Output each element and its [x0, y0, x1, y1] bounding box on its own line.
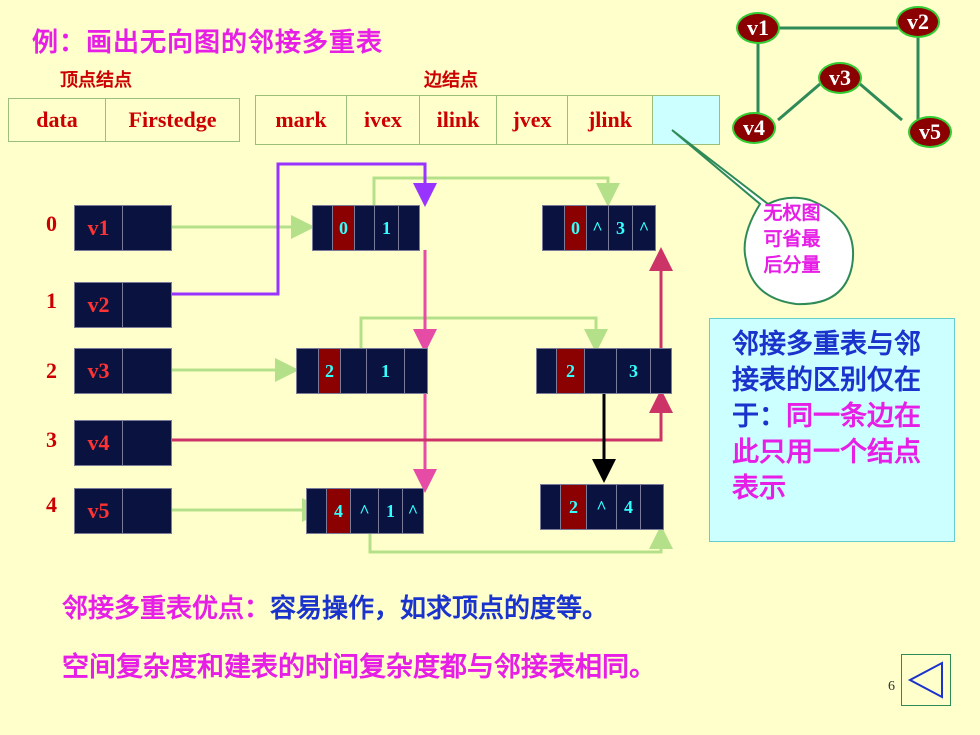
prev-slide-button[interactable]: [901, 654, 951, 706]
edge-node-2-4: 2 ^ 4: [540, 484, 664, 530]
info-text: 邻接多重表与邻接表的区别仅在于：: [732, 329, 921, 432]
edge-ivex: 4: [327, 489, 351, 533]
edge-jlink: ^: [633, 206, 655, 250]
edge-jlink: [399, 206, 419, 250]
edge-mark: [541, 485, 561, 529]
edge-mark: [307, 489, 327, 533]
field-ilink: ilink: [420, 96, 497, 144]
edge-node-2-1: 2 1: [296, 348, 428, 394]
field-ivex: ivex: [347, 96, 420, 144]
field-jvex: jvex: [497, 96, 568, 144]
vertex-node-v1: v1: [74, 205, 172, 251]
edge-ilink: [585, 349, 617, 393]
edge-ilink: ^: [351, 489, 379, 533]
vertex-firstedge: [123, 421, 171, 465]
callout-bubble: [671, 129, 855, 306]
edge-mark: [543, 206, 565, 250]
vertex-firstedge: [123, 489, 171, 533]
edge-ivex: 0: [333, 206, 355, 250]
edge-ilink: [355, 206, 375, 250]
edge-jvex: 1: [375, 206, 399, 250]
advantages-line: 邻接多重表优点：容易操作，如求顶点的度等。: [62, 588, 608, 625]
field-data: data: [9, 99, 106, 141]
callout-line-3: 后分量: [763, 254, 821, 276]
info-box: 邻接多重表与邻接表的区别仅在于：同一条边在此只用一个结点表示: [709, 318, 955, 542]
vertex-index-1: 1: [46, 288, 57, 313]
edge-ilink: ^: [587, 206, 609, 250]
edge-node-0-3: 0 ^ 3 ^: [542, 205, 656, 251]
edge-node-2-3: 2 3: [536, 348, 672, 394]
complexity-line: 空间复杂度和建表的时间复杂度都与邻接表相同。: [62, 652, 656, 683]
edge-mark: [537, 349, 557, 393]
vertex-index-2: 2: [46, 358, 57, 383]
edge-jlink: ^: [403, 489, 423, 533]
field-mark: mark: [256, 96, 347, 144]
edge-jvex: 4: [617, 485, 641, 529]
edge-ivex: 0: [565, 206, 587, 250]
vertex-data: v1: [75, 206, 123, 250]
edge-node-heading: 边结点: [424, 70, 478, 91]
edge-node-0-1: 0 1: [312, 205, 420, 251]
edge-jlink: [405, 349, 427, 393]
advantages-label: 邻接多重表优点：: [62, 594, 271, 624]
vertex-index-3: 3: [46, 427, 57, 452]
edge-ivex: 2: [557, 349, 585, 393]
vertex-index-0: 0: [46, 211, 57, 236]
graph-node-v1: v1: [736, 12, 780, 44]
vertex-data: v2: [75, 283, 123, 327]
callout-line-2: 可省最: [763, 228, 821, 250]
edge-mark: [313, 206, 333, 250]
vertex-node-v4: v4: [74, 420, 172, 466]
vertex-firstedge: [123, 206, 171, 250]
edge-node-format: mark ivex ilink jvex jlink: [255, 95, 720, 145]
graph-node-v5: v5: [908, 116, 952, 148]
vertex-firstedge: [123, 283, 171, 327]
edge-jlink: [651, 349, 671, 393]
vertex-node-v5: v5: [74, 488, 172, 534]
graph-diagram: v1 v2 v3 v4 v5: [722, 0, 980, 150]
field-info: [653, 96, 719, 144]
graph-node-v2: v2: [896, 6, 940, 38]
graph-node-v4: v4: [732, 112, 776, 144]
vertex-node-v2: v2: [74, 282, 172, 328]
edge-jvex: 1: [379, 489, 403, 533]
edge-ilink: [341, 349, 367, 393]
edge-jlink: [641, 485, 663, 529]
triangle-left-icon: [907, 661, 943, 699]
vertex-data: v5: [75, 489, 123, 533]
edge-ivex: 2: [319, 349, 341, 393]
edge-node-4-1: 4 ^ 1 ^: [306, 488, 424, 534]
page-number: 6: [888, 679, 895, 694]
edge-mark: [297, 349, 319, 393]
vertex-node-v3: v3: [74, 348, 172, 394]
graph-edges: [756, 26, 920, 126]
field-jlink: jlink: [568, 96, 653, 144]
edge-jvex: 3: [609, 206, 633, 250]
advantages-text: 容易操作，如求顶点的度等。: [270, 594, 609, 624]
vertex-data: v3: [75, 349, 123, 393]
field-firstedge: Firstedge: [128, 107, 217, 132]
edge-ilink: ^: [587, 485, 617, 529]
edge-ivex: 2: [561, 485, 587, 529]
edge-jvex: 1: [367, 349, 405, 393]
vertex-index-4: 4: [46, 492, 57, 517]
graph-node-v3: v3: [818, 62, 862, 94]
vertex-node-format: data Firstedge: [8, 98, 240, 142]
callout-text: 无权图 可省最 后分量: [735, 200, 849, 302]
vertex-firstedge: [123, 349, 171, 393]
callout-line-1: 无权图: [763, 202, 821, 224]
edge-jvex: 3: [617, 349, 651, 393]
vertex-node-heading: 顶点结点: [60, 70, 132, 91]
page-title: 例：画出无向图的邻接多重表: [32, 28, 384, 58]
vertex-data: v4: [75, 421, 123, 465]
info-highlight: 同一条边在此只用一个结点表示: [732, 401, 921, 504]
